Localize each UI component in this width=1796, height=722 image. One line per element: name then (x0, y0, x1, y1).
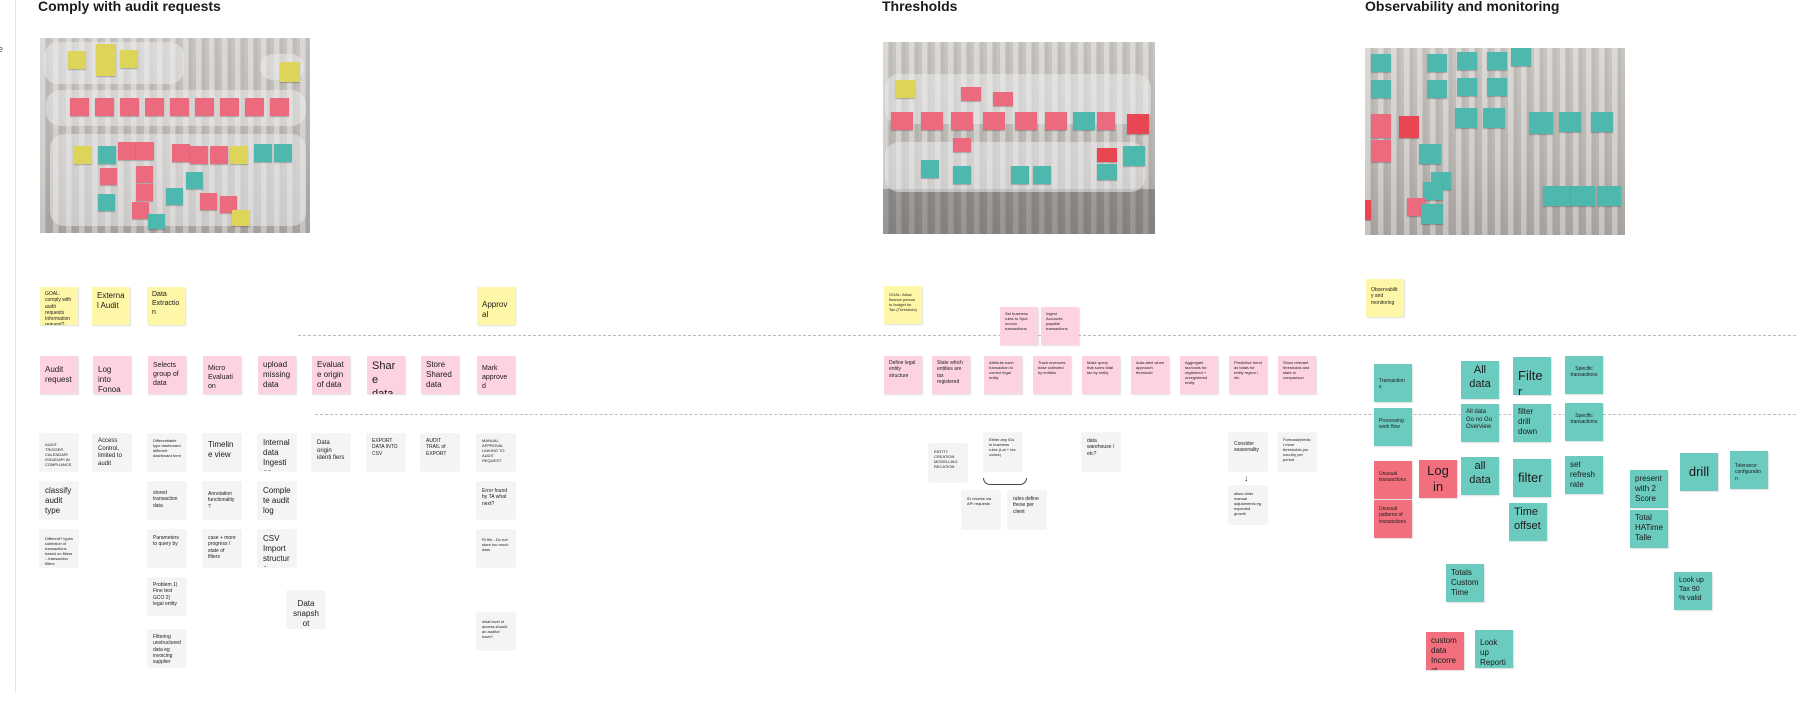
audit-detail-note[interactable]: stored transaction data (148, 482, 186, 519)
observability-note[interactable]: All data (1461, 361, 1499, 399)
observability-goal-note[interactable]: Observability and monitoring (1366, 279, 1404, 317)
thresholds-detail-note[interactable]: rules define these per client (1008, 491, 1046, 529)
audit-step-note[interactable]: Selects group of data (148, 356, 186, 394)
frame-title-observability[interactable]: Observability and monitoring (1365, 0, 1560, 14)
thresholds-step-note[interactable]: Make query that sums total tax by entity (1082, 356, 1120, 394)
audit-detail-note[interactable]: Data origin identi fiers (312, 434, 350, 471)
thresholds-step-note[interactable]: Auto-alert when approach threshold (1131, 356, 1169, 394)
down-arrow-icon: ↓ (1244, 473, 1249, 483)
observability-note[interactable]: Unusual transactions (1374, 461, 1412, 499)
audit-detail-note[interactable]: what level of access should an auditor h… (477, 613, 515, 650)
observability-note[interactable]: Totals Custom Time (1446, 564, 1484, 602)
audit-detail-note[interactable]: Annotation functionality? (203, 482, 241, 519)
audit-detail-note[interactable]: CSV Import structure (258, 530, 296, 567)
audit-step-note[interactable]: Share data (367, 356, 405, 394)
photo-thresholds-wall[interactable] (883, 42, 1155, 234)
thresholds-detail-note[interactable]: ID receive via API requests (962, 491, 1000, 529)
audit-goal-note[interactable]: GOAL: comply with audit requests Informa… (40, 287, 78, 325)
audit-detail-note[interactable]: AUDIT TRAIL of EXPORT (421, 434, 459, 471)
thresholds-goal-note[interactable]: GOAL: Allow finance person to budget for… (884, 286, 922, 324)
thresholds-step-note[interactable]: Track revenues base collected by entitie… (1033, 356, 1071, 394)
observability-note[interactable]: set refresh rate (1565, 456, 1603, 494)
audit-detail-note[interactable]: Timeline view (203, 434, 241, 471)
thresholds-detail-note[interactable]: Either any IDs in business rules (Lat + … (984, 433, 1022, 471)
thresholds-detail-note[interactable]: data warehouse / etc? (1082, 433, 1120, 471)
observability-note[interactable]: Specific transactions (1565, 356, 1603, 394)
observability-note[interactable]: Specific transactions (1565, 403, 1603, 441)
thresholds-detail-note[interactable]: Forecast/predict more thresholds per cou… (1278, 433, 1316, 471)
photo-audit-wall[interactable] (40, 38, 310, 233)
photo-observability-wall[interactable] (1365, 48, 1625, 235)
swimlane-divider-bottom (315, 414, 1796, 415)
thresholds-detail-note[interactable]: allow other manual adjustments eg expect… (1229, 486, 1267, 524)
observability-note[interactable]: All data Go no Go Overview (1461, 404, 1499, 442)
frame-title-audit[interactable]: Comply with audit requests (38, 0, 221, 14)
audit-step-note[interactable]: upload missing data (258, 356, 296, 394)
audit-step-note[interactable]: Evaluate origin of data (312, 356, 350, 394)
observability-note[interactable]: Processing work flow (1374, 408, 1412, 446)
observability-note[interactable]: Transactions (1374, 364, 1412, 402)
thresholds-step-note[interactable]: State which entities are tax registered (932, 356, 970, 394)
audit-detail-note[interactable]: MANUAL APPROVAL LINKING TO AUDIT REQUEST (477, 434, 515, 471)
audit-approval-note[interactable]: Approval (477, 287, 515, 325)
audit-step-note[interactable]: Log into Fonoa (93, 356, 131, 394)
thresholds-step-note[interactable]: Attribute each transaction to correct le… (984, 356, 1022, 394)
observability-note[interactable]: custom data Incorrect (1426, 632, 1464, 670)
thresholds-above-note[interactable]: Ingest Accounts payable transactions (1041, 307, 1079, 345)
audit-detail-note[interactable]: Data snapshot (287, 591, 325, 628)
audit-detail-note[interactable]: Complete audit log (258, 482, 296, 519)
left-frame-border (15, 0, 16, 692)
audit-detail-note[interactable]: Filtering unstructured data eg invoicing… (148, 630, 186, 667)
audit-detail-note[interactable]: RI file - Do not store too much data (477, 530, 515, 567)
audit-detail-note[interactable]: case + more progress / state of filters (203, 530, 241, 567)
audit-step-note[interactable]: Micro Evaluation (203, 356, 241, 394)
audit-detail-note[interactable]: Access Control, limited to audit (93, 434, 131, 471)
audit-step-note[interactable]: Store Shared data (421, 356, 459, 394)
thresholds-detail-note[interactable]: Consider seasonality (1229, 433, 1267, 471)
audit-external-audit-note[interactable]: External Audit (92, 287, 130, 325)
audit-detail-note[interactable]: Different? types collection of transacti… (40, 530, 78, 567)
audit-step-note[interactable]: Audit request (40, 356, 78, 394)
observability-note[interactable]: filter drill down (1513, 404, 1551, 442)
observability-note[interactable]: filter (1513, 459, 1551, 497)
thresholds-above-note[interactable]: Set business rules to Spot uncom transac… (1000, 307, 1038, 345)
frame-title-thresholds[interactable]: Thresholds (882, 0, 958, 14)
audit-detail-note[interactable]: Internal data Ingestion (258, 434, 296, 471)
audit-detail-note[interactable]: EXPORT DATA INTO CSV (367, 434, 405, 471)
connector-brace (983, 478, 1027, 485)
audit-detail-note[interactable]: AUDIT TRIGGER CALENDAR/ ISSUE/API IN COM… (40, 434, 78, 471)
audit-detail-note[interactable]: Parameters to query by (148, 530, 186, 567)
observability-note[interactable]: Look up Reporting (1475, 630, 1513, 668)
observability-note[interactable]: all data (1461, 457, 1499, 495)
audit-step-note[interactable]: Mark approved (477, 356, 515, 394)
audit-detail-note[interactable]: classify audit type (40, 482, 78, 519)
audit-detail-note[interactable]: Problem 1) Fine test GCO 2) legal entity (148, 578, 186, 615)
observability-note[interactable]: Unusual patterns of transactions (1374, 500, 1412, 538)
thresholds-step-note[interactable]: Define legal entity structure (884, 356, 922, 394)
observability-note[interactable]: present with 2 Score (1630, 470, 1668, 508)
observability-note[interactable]: Log in (1419, 460, 1457, 498)
thresholds-detail-note[interactable]: ENTITY CREATION MODELLING RECATION (929, 444, 967, 482)
observability-note[interactable]: Look up Tax 90 % valid (1674, 572, 1712, 610)
observability-note[interactable]: Tolerance configuration (1730, 451, 1768, 489)
audit-data-extraction-note[interactable]: Data Extraction (147, 287, 185, 325)
observability-note[interactable]: Time offset (1509, 503, 1547, 541)
thresholds-step-note[interactable]: Show relevant thresholds and state in co… (1278, 356, 1316, 394)
thresholds-step-note[interactable]: Aggregate tax/costs for registered + unr… (1180, 356, 1218, 394)
observability-note[interactable]: Filter (1513, 357, 1551, 395)
observability-note[interactable]: Total HATime Talle (1630, 510, 1668, 548)
edge-mark-text: e (0, 44, 4, 54)
audit-detail-note[interactable]: Error found by TA what next? (477, 482, 515, 519)
audit-detail-note[interactable]: Differentiable type dashboard different … (148, 434, 186, 471)
thresholds-step-note[interactable]: Predictive trend as totals for entity re… (1229, 356, 1267, 394)
observability-note[interactable]: drill (1680, 453, 1718, 491)
